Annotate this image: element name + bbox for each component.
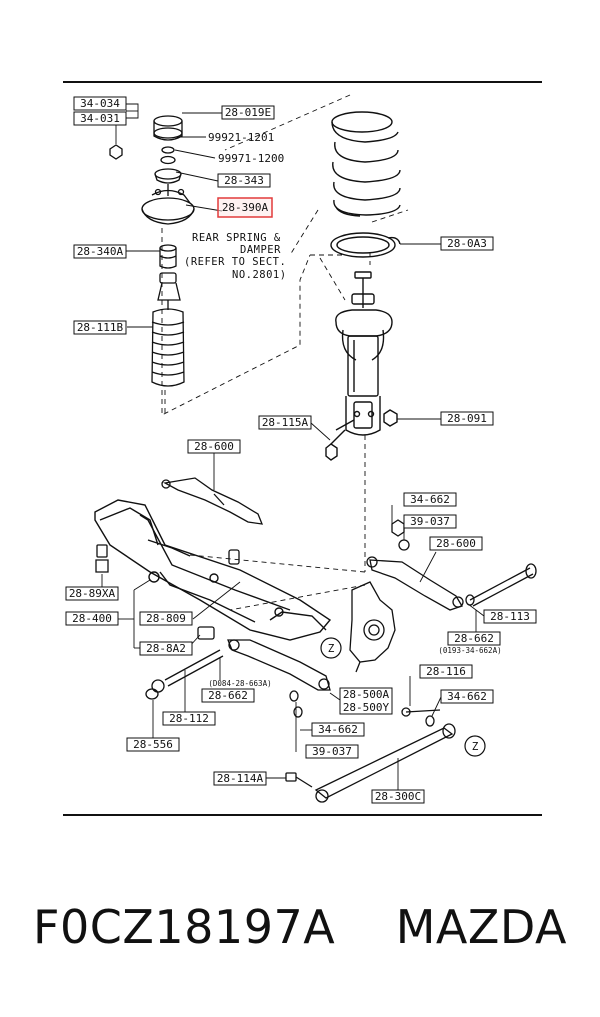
label-34-034: 34-034 bbox=[80, 97, 120, 110]
leader-lines-lower bbox=[101, 453, 485, 792]
label-28-343: 28-343 bbox=[224, 174, 264, 187]
z-marker-2 bbox=[464, 735, 486, 757]
label-28-600-left: 28-600 bbox=[194, 440, 234, 453]
label-34-031: 34-031 bbox=[80, 112, 120, 125]
highlight-box bbox=[217, 197, 273, 218]
upper-link-left bbox=[161, 477, 264, 525]
label-28-300c: 28-300C bbox=[375, 790, 421, 803]
upper-link-right bbox=[366, 519, 537, 611]
label-28-115a: 28-115A bbox=[262, 416, 309, 429]
lateral-link-300 bbox=[285, 690, 456, 803]
label-28-556: 28-556 bbox=[133, 738, 173, 751]
reference-note: REAR SPRING & DAMPER (REFER TO SECT. NO.… bbox=[184, 232, 287, 281]
label-boxes bbox=[65, 96, 537, 804]
label-28-600-right: 28-600 bbox=[436, 537, 476, 550]
label-28-390a: 28-390A bbox=[222, 201, 269, 214]
label-28-116: 28-116 bbox=[426, 665, 466, 678]
label-28-89xa: 28-89XA bbox=[69, 587, 116, 600]
label-texts: 34-034 34-031 28-019E 99921-1201 99971-1… bbox=[69, 97, 530, 803]
z-marker-1 bbox=[320, 637, 342, 659]
leader-lines-strut bbox=[310, 243, 441, 441]
knuckle bbox=[349, 581, 396, 673]
label-28-809: 28-809 bbox=[146, 612, 186, 625]
coil-spring bbox=[330, 111, 401, 258]
label-28-340a: 28-340A bbox=[77, 245, 124, 258]
label-34-662-top: 34-662 bbox=[410, 493, 450, 506]
label-28-0a3: 28-0A3 bbox=[447, 237, 487, 250]
label-39-037-top: 39-037 bbox=[410, 515, 450, 528]
ref-line-2: DAMPER bbox=[240, 244, 281, 256]
label-28-500y: 28-500Y bbox=[343, 701, 390, 714]
crossmember bbox=[94, 499, 332, 641]
label-28-662-right: 28-662 bbox=[454, 632, 494, 645]
label-99971-1200: 99971-1200 bbox=[218, 152, 284, 165]
label-28-111b: 28-111B bbox=[77, 321, 124, 334]
parts-diagram: Z Z bbox=[63, 81, 542, 816]
label-28-091: 28-091 bbox=[447, 412, 487, 425]
strut-mount-group bbox=[109, 115, 195, 387]
ref-line-4: NO.2801) bbox=[232, 269, 287, 281]
label-28-662-left: 28-662 bbox=[208, 689, 248, 702]
label-34-662-lower: 34-662 bbox=[318, 723, 358, 736]
ref-line-3: (REFER TO SECT. bbox=[184, 256, 286, 268]
caption: F0CZ18197A MAZDA bbox=[0, 900, 600, 954]
bolts-left bbox=[95, 544, 240, 700]
label-28-112: 28-112 bbox=[169, 712, 209, 725]
label-28-113: 28-113 bbox=[490, 610, 530, 623]
strut-damper bbox=[325, 271, 398, 461]
caption-brand: MAZDA bbox=[395, 900, 567, 954]
label-28-8a2: 28-8A2 bbox=[146, 642, 186, 655]
label-28-400: 28-400 bbox=[72, 612, 112, 625]
lower-arm-500 bbox=[227, 639, 331, 691]
label-28-019e: 28-019E bbox=[225, 106, 271, 119]
label-34-662-right: 34-662 bbox=[447, 690, 487, 703]
caption-part-number: F0CZ18197A bbox=[33, 900, 336, 954]
label-99921-1201: 99921-1201 bbox=[208, 131, 274, 144]
dashed-group-outline bbox=[161, 94, 409, 611]
note-0193: (0193-34-662A) bbox=[438, 646, 501, 655]
label-28-500a: 28-500A bbox=[343, 688, 390, 701]
label-39-037-lower: 39-037 bbox=[312, 745, 352, 758]
note-d084: (D084-28-663A) bbox=[208, 679, 271, 688]
z-marker-2-label: Z bbox=[472, 740, 479, 753]
ref-line-1: REAR SPRING & bbox=[192, 232, 281, 244]
leader-lines-top bbox=[115, 103, 223, 328]
z-marker-1-label: Z bbox=[328, 642, 335, 655]
label-28-114a: 28-114A bbox=[217, 772, 264, 785]
